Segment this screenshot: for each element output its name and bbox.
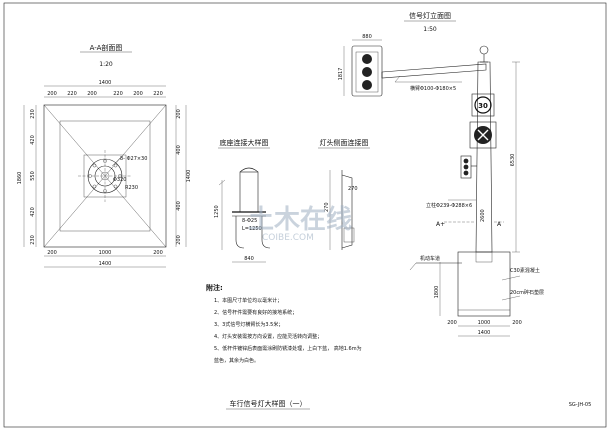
base-detail-view: 底座连接大样图 8-Φ25 L=1250 1250 840: [214, 138, 271, 263]
elevation-scale: 1:50: [423, 26, 437, 33]
aa-right-part: 400: [176, 145, 182, 155]
section-mark-a-right: A: [497, 221, 502, 228]
side-signal: [460, 155, 472, 179]
total-height: 6530: [510, 154, 516, 167]
sheet-border: [3, 2, 607, 428]
notes-heading: 附注:: [206, 283, 223, 292]
aa-right-part: 200: [176, 109, 182, 119]
aa-left-total: 1860: [17, 172, 23, 185]
aa-left-part: 420: [30, 207, 36, 217]
speed-limit-sign: [474, 96, 492, 114]
base-length-label: L=1250: [242, 226, 262, 232]
signal-arm: [381, 63, 487, 79]
watermark-sub: COIBE.COM: [262, 233, 314, 243]
aa-top-part: 200: [47, 91, 57, 97]
signal-pole: [475, 61, 493, 253]
section-mark-a: A+: [436, 221, 445, 228]
watermark-main: 土木在线: [248, 205, 352, 235]
sheet-number: SG-JH-05: [569, 402, 592, 408]
lane-signal: [469, 121, 497, 149]
aa-right-part: 400: [176, 201, 182, 211]
head-side-title: 灯头侧面连接图: [320, 138, 369, 147]
aa-right-part: 200: [176, 235, 182, 245]
section-aa-scale: 1:20: [99, 61, 113, 68]
note-line: 4、灯头安装需按方向设置，应能灵活转向调整；: [214, 333, 322, 340]
base-width-label: 840: [244, 256, 254, 262]
signal-lamp-bottom: [362, 80, 372, 90]
notes-block: 附注: 1、本图尺寸单位均以毫米计； 2、信号杆件需要有良好的接地系统； 3、3…: [206, 283, 362, 364]
elevation-title: 信号灯立面图: [409, 11, 451, 20]
concrete-label: C30素混凝土: [510, 267, 540, 274]
foundation-inner: [59, 120, 151, 232]
head-side-depth: 270: [348, 186, 358, 192]
aa-top-total: 1400: [99, 80, 112, 86]
aa-left-part: 230: [30, 109, 36, 119]
pole-mark: 2600: [480, 209, 486, 222]
aa-left-part: 420: [30, 135, 36, 145]
speed-limit-value: 30: [478, 102, 488, 110]
aa-bottom-total: 1400: [99, 261, 112, 267]
aa-bottom-side: 200: [47, 250, 57, 256]
section-aa-title: A-A剖面图: [90, 43, 123, 52]
aa-bottom-side: 200: [153, 250, 163, 256]
aa-left-part: 550: [30, 171, 36, 181]
head-height: 1817: [338, 68, 344, 81]
base-dim-left: 200: [447, 320, 457, 326]
aa-top-part: 200: [87, 91, 97, 97]
base-depth-label: 1250: [214, 205, 220, 218]
base-bolt-label: 8-Φ25: [242, 218, 257, 224]
pole-label: 立柱Φ239-Φ288×6: [426, 202, 472, 209]
base-dim-mid: 1000: [478, 320, 491, 326]
watermark: 土木在线 COIBE.COM: [248, 205, 352, 243]
aa-top-part: 220: [67, 91, 77, 97]
base-total: 1400: [478, 330, 491, 336]
note-line: 蓝色，其余为白色。: [214, 357, 259, 364]
foundation-outline: [43, 104, 167, 248]
aa-top-part: 220: [153, 91, 163, 97]
signal-elevation-view: 信号灯立面图 1:50 880 1817 横臂Φ100-Φ180×5 30: [338, 11, 544, 337]
head-side-height: 270: [324, 202, 330, 212]
aa-right-total: 1400: [186, 170, 192, 183]
circle-label-aa: Φ320: [113, 177, 126, 183]
radius-label-aa: R230: [125, 185, 138, 191]
bolt-label-aa: 8- Φ27×30: [120, 156, 147, 162]
arm-label: 横臂Φ100-Φ180×5: [410, 85, 456, 92]
base-height: 1800: [434, 286, 440, 299]
note-line: 5、低杆件镀锌后表面需涂刷防锈漆处理，上白下蓝， 高地1.6m为: [214, 345, 362, 352]
base-dim-right: 200: [512, 320, 522, 326]
head-width: 880: [362, 34, 372, 40]
signal-head: [351, 45, 383, 97]
note-line: 2、信号杆件需要有良好的接地系统；: [214, 309, 297, 316]
section-aa-view: A-A剖面图 1:20 8- Φ27×30 Φ320 R230 1400 200…: [17, 43, 192, 268]
aa-top-part: 220: [113, 91, 123, 97]
lane-label: 机动车道: [420, 255, 440, 262]
note-line: 1、本图尺寸单位均以毫米计；: [214, 297, 282, 304]
sheet-title: 车行信号灯大样图（一）: [230, 399, 307, 408]
signal-lamp-middle: [362, 67, 372, 77]
aa-top-part: 200: [133, 91, 143, 97]
aa-left-part: 230: [30, 235, 36, 245]
note-line: 3、3式信号灯横臂长为3.5米；: [214, 321, 283, 328]
head-side-view: 灯头侧面连接图 270 270: [318, 138, 370, 250]
base-detail-title: 底座连接大样图: [220, 138, 269, 147]
aa-bottom-inner: 1000: [99, 250, 112, 256]
signal-lamp-top: [362, 54, 372, 64]
cushion-label: 20cm碎石垫层: [510, 289, 544, 296]
foundation-block: [457, 251, 511, 317]
